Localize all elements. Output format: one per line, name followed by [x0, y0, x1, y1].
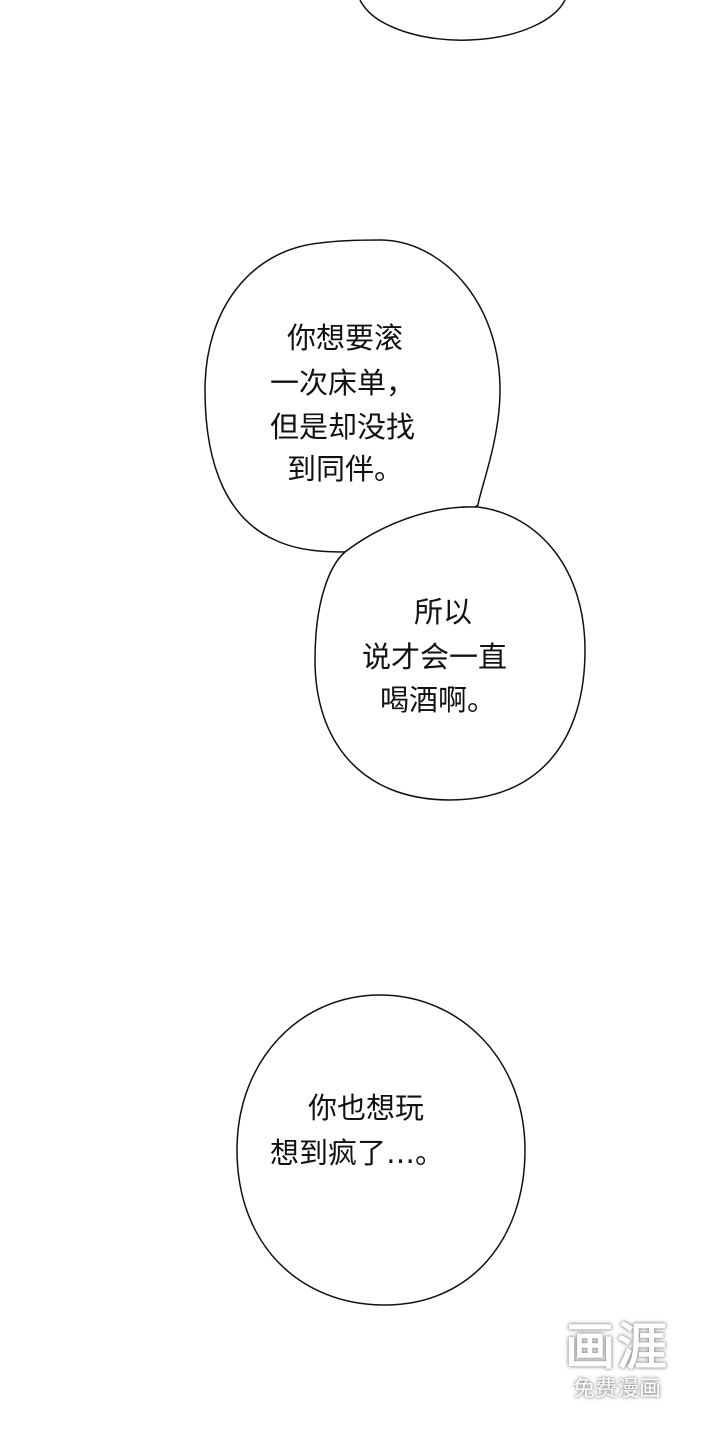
bubble-3-line-2: 想到疯了…。	[270, 1136, 445, 1170]
bubble-2-line-1: 所以	[414, 595, 473, 629]
bubble-3-line-1: 你也想玩	[308, 1091, 425, 1125]
speech-bubble-top	[359, 0, 566, 41]
speech-bubble-2	[314, 506, 586, 801]
watermark-subtitle: 免费漫画	[572, 1377, 661, 1402]
bubble-1-line-1: 你想要滚	[287, 321, 404, 355]
watermark-logo: 画涯	[565, 1318, 669, 1376]
speech-bubble-3	[236, 994, 526, 1306]
bubble-1-line-3: 但是却没找	[270, 410, 416, 444]
bubble-1-line-4: 到同伴。	[287, 452, 404, 486]
watermark: 画涯 免费漫画	[565, 1318, 669, 1404]
bubble-2-line-3: 喝酒啊。	[380, 683, 497, 717]
bubble-1-line-2: 一次床单，	[270, 366, 416, 400]
bubble-2-line-2: 说才会一直	[362, 640, 508, 674]
